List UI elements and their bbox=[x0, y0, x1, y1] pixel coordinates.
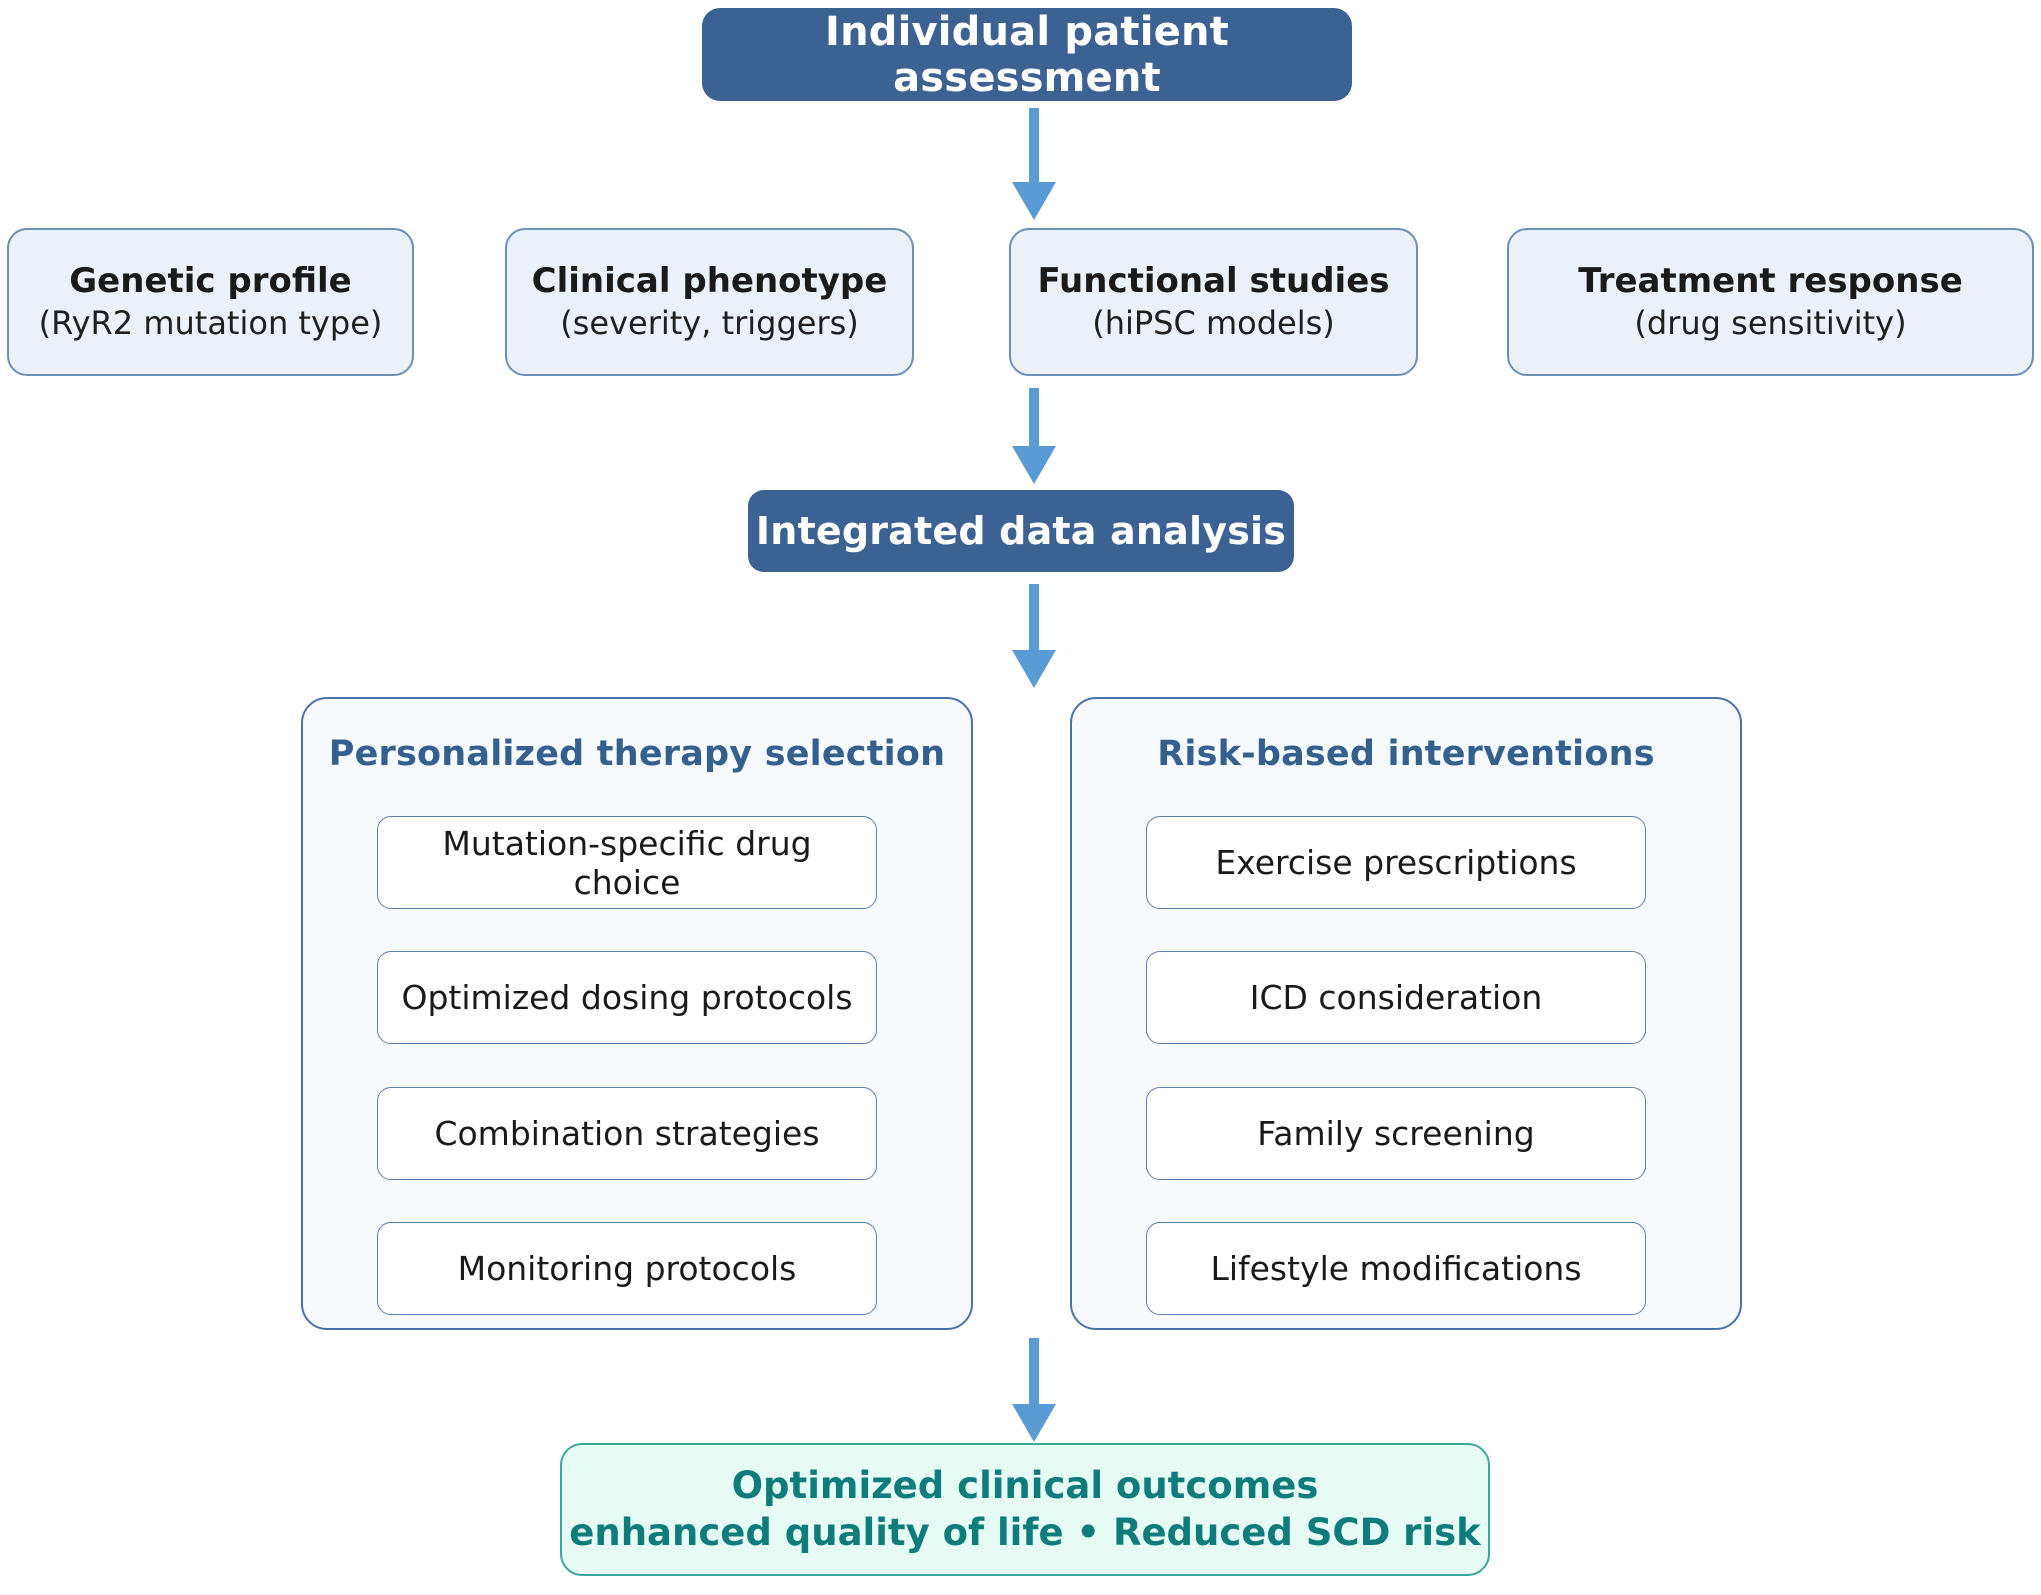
arrow-down-to-integrated-analysis bbox=[1012, 388, 1056, 484]
arrow-down-to-inputs bbox=[1012, 108, 1056, 220]
arrow-head-icon bbox=[1012, 182, 1056, 220]
arrow-head-icon bbox=[1012, 650, 1056, 688]
stage-box-label: Individual patient assessment bbox=[824, 8, 1229, 101]
outcome-line-1: Optimized clinical outcomes bbox=[731, 1463, 1319, 1507]
list-item: Mutation-specific drug choice bbox=[377, 816, 877, 909]
input-box-genetic-profile: Genetic profile (RyR2 mutation type) bbox=[7, 228, 414, 376]
panel-title: Risk-based interventions bbox=[1157, 734, 1655, 774]
list-item: Family screening bbox=[1146, 1087, 1646, 1180]
list-item: ICD consideration bbox=[1146, 951, 1646, 1044]
arrow-down-to-panels bbox=[1012, 584, 1056, 688]
list-item: Combination strategies bbox=[377, 1087, 877, 1180]
list-item: Exercise prescriptions bbox=[1146, 816, 1646, 909]
outcome-line-2: enhanced quality of life • Reduced SCD r… bbox=[569, 1510, 1481, 1554]
arrow-head-icon bbox=[1012, 1404, 1056, 1442]
input-box-subtitle: (severity, triggers) bbox=[560, 304, 859, 343]
input-box-clinical-phenotype: Clinical phenotype (severity, triggers) bbox=[505, 228, 914, 376]
arrow-shaft bbox=[1029, 584, 1039, 650]
arrow-head-icon bbox=[1012, 446, 1056, 484]
stage-box-integrated-data-analysis: Integrated data analysis bbox=[748, 490, 1294, 572]
stage-box-label: Integrated data analysis bbox=[755, 509, 1287, 553]
input-box-title: Clinical phenotype bbox=[531, 261, 888, 302]
panel-risk-based-interventions: Risk-based interventions Exercise prescr… bbox=[1070, 697, 1742, 1330]
input-box-title: Genetic profile bbox=[69, 261, 352, 302]
input-box-treatment-response: Treatment response (drug sensitivity) bbox=[1507, 228, 2034, 376]
input-box-subtitle: (drug sensitivity) bbox=[1634, 304, 1907, 343]
input-box-title: Functional studies bbox=[1037, 261, 1390, 302]
arrow-shaft bbox=[1029, 1338, 1039, 1404]
input-box-subtitle: (hiPSC models) bbox=[1092, 304, 1335, 343]
list-item: Monitoring protocols bbox=[377, 1222, 877, 1315]
list-item: Optimized dosing protocols bbox=[377, 951, 877, 1044]
arrow-down-to-outcome bbox=[1012, 1338, 1056, 1442]
input-box-functional-studies: Functional studies (hiPSC models) bbox=[1009, 228, 1418, 376]
arrow-shaft bbox=[1029, 388, 1039, 446]
panel-personalized-therapy-selection: Personalized therapy selection Mutation-… bbox=[301, 697, 973, 1330]
panel-title: Personalized therapy selection bbox=[328, 734, 946, 774]
outcome-box-optimized-clinical-outcomes: Optimized clinical outcomes enhanced qua… bbox=[560, 1443, 1490, 1576]
arrow-shaft bbox=[1029, 108, 1039, 182]
input-box-subtitle: (RyR2 mutation type) bbox=[38, 304, 383, 343]
list-item: Lifestyle modifications bbox=[1146, 1222, 1646, 1315]
input-box-title: Treatment response bbox=[1578, 261, 1963, 302]
stage-box-individual-patient-assessment: Individual patient assessment bbox=[702, 8, 1352, 101]
